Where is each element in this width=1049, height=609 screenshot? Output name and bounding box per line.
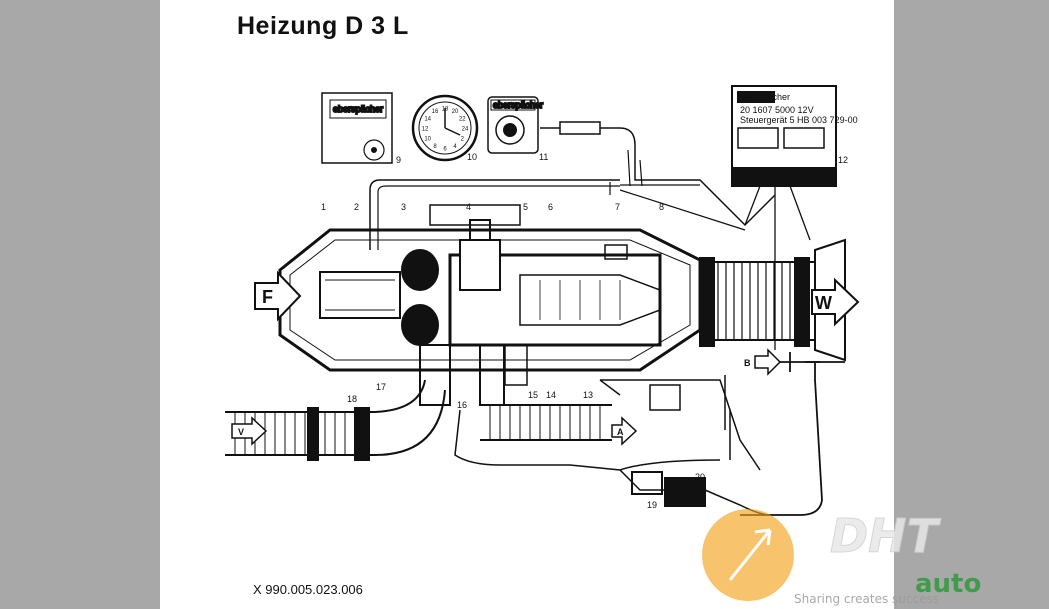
watermark-brand-b: auto (915, 569, 981, 599)
callout-20: 20 (695, 472, 705, 482)
clock-number: 24 (462, 127, 469, 133)
fuel-label: B (744, 358, 751, 368)
exhaust-label: A (617, 427, 624, 437)
callouts: 1 2 3 4 5 6 7 8 9 10 11 12 13 14 15 16 1… (321, 152, 848, 510)
watermark-brand-a: DHT (830, 509, 942, 563)
arrow-icon (728, 528, 772, 581)
callout-2: 2 (354, 202, 359, 212)
heater-housing (278, 204, 702, 406)
callout-3: 3 (401, 202, 406, 212)
callout-11: 11 (539, 152, 548, 162)
brand-small-label-2: eberspächer (493, 100, 543, 110)
fresh-air-label: F (262, 287, 273, 307)
control-switch: eberspächer (487, 96, 544, 154)
room-thermostat: eberspächer (321, 92, 393, 164)
callout-18: 18 (347, 394, 357, 404)
exhaust-arrow: A (611, 416, 638, 446)
part-number: X 990.005.023.006 (253, 582, 363, 597)
callout-5: 5 (523, 202, 528, 212)
control-unit-brand: eberspächer (740, 92, 790, 102)
control-unit-line1: 20 1607 5000 12V (740, 105, 814, 115)
watermark: DHT auto Sharing creates success (702, 509, 981, 606)
clock-number: 22 (459, 117, 466, 123)
warm-air-label: W (815, 293, 832, 313)
clock-number: 16 (432, 109, 439, 115)
combustion-air-label: V (238, 427, 244, 437)
callout-12: 12 (838, 155, 848, 165)
clock-number: 10 (424, 137, 431, 143)
callout-13: 13 (583, 390, 593, 400)
callout-7: 7 (615, 202, 620, 212)
callout-9: 9 (396, 155, 401, 165)
callout-19: 19 (647, 500, 657, 510)
callout-14: 14 (546, 390, 556, 400)
clock-number: 14 (424, 117, 431, 123)
control-unit-line2: Steuergerät 5 HB 003 729-00 (740, 115, 858, 125)
watermark-tagline: Sharing creates success (794, 592, 939, 606)
callout-4: 4 (466, 202, 471, 212)
clock-number: 8 (433, 144, 437, 150)
page-title: Heizung D 3 L (237, 12, 409, 40)
control-unit: eberspächer 20 1607 5000 12V Steuergerät… (731, 85, 858, 350)
intake-hose (225, 379, 446, 461)
warm-air-arrow: W (811, 277, 860, 327)
clock-number: 2 (461, 137, 465, 143)
callout-16: 16 (457, 400, 467, 410)
timer-clock (411, 94, 479, 162)
callout-6: 6 (548, 202, 553, 212)
combustion-air-arrow: V (231, 416, 268, 446)
clock-number: 18 (442, 107, 449, 113)
watermark-logo-circle (702, 509, 794, 601)
callout-1: 1 (321, 202, 326, 212)
clock-number: 12 (422, 127, 429, 133)
fuel-arrow: B (744, 348, 782, 376)
clock-number: 6 (443, 147, 447, 153)
clock-number: 4 (453, 144, 457, 150)
callout-15: 15 (528, 390, 538, 400)
clock-number: 20 (452, 109, 459, 115)
callout-10: 10 (467, 152, 477, 162)
brand-small-label: eberspächer (333, 104, 383, 114)
callout-17: 17 (376, 382, 386, 392)
callout-8: 8 (659, 202, 664, 212)
warm-air-hose (699, 238, 846, 362)
fresh-air-arrow: F (254, 270, 302, 322)
exhaust-pipe (480, 404, 612, 441)
